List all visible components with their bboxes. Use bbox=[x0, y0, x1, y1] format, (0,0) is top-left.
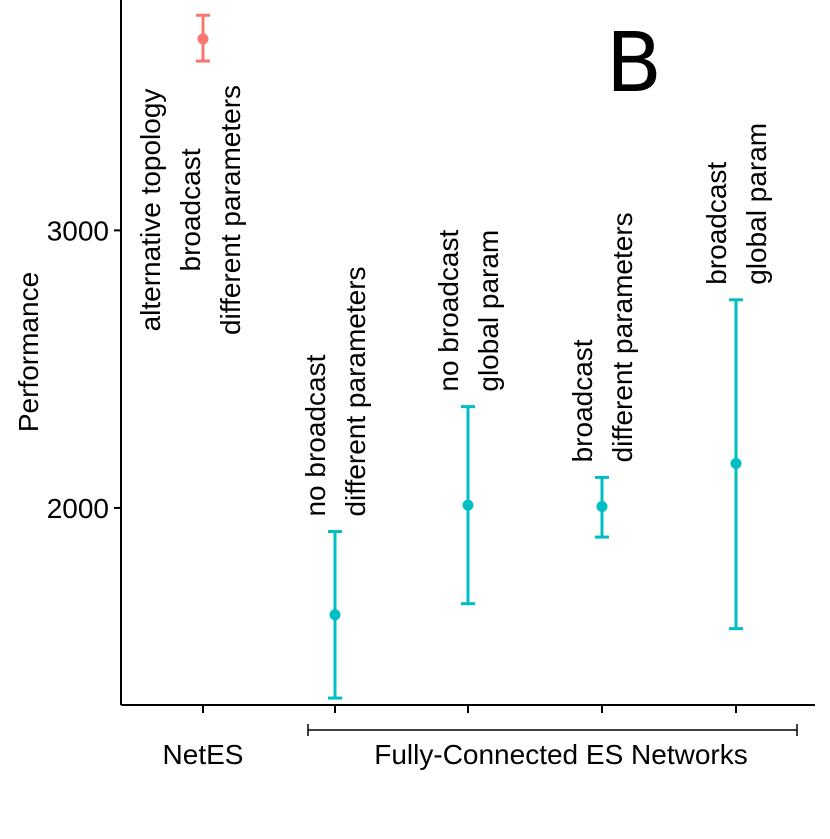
mean-point bbox=[596, 501, 608, 513]
point-label-line: global param bbox=[741, 123, 772, 285]
point-label-line: alternative topology bbox=[135, 89, 166, 332]
point-label-line: broadcast bbox=[567, 339, 598, 462]
point-labels: alternative topology broadcast different p… bbox=[135, 85, 772, 517]
y-tick-label: 2000 bbox=[47, 493, 109, 524]
point-label-line: broadcast bbox=[175, 148, 206, 271]
mean-point bbox=[730, 458, 742, 470]
y-tick-label: 3000 bbox=[47, 215, 109, 246]
group-label-fully-connected: Fully-Connected ES Networks bbox=[374, 739, 747, 770]
point-label-line: different parameters bbox=[340, 266, 371, 516]
point-label-line: global param bbox=[473, 230, 504, 392]
mean-point bbox=[329, 609, 341, 621]
panel-letter: B bbox=[606, 16, 662, 111]
y-axis-title: Performance bbox=[13, 272, 44, 432]
error-bars bbox=[196, 13, 743, 700]
point-label-line: different parameters bbox=[215, 85, 246, 335]
mean-point bbox=[462, 499, 474, 511]
point-label-line: no broadcast bbox=[433, 230, 464, 392]
group-label-netes: NetES bbox=[163, 739, 244, 770]
point-label-line: no broadcast bbox=[300, 354, 331, 516]
point-label-line: broadcast bbox=[701, 162, 732, 285]
mean-point bbox=[197, 33, 209, 45]
point-label-line: different parameters bbox=[607, 212, 638, 462]
